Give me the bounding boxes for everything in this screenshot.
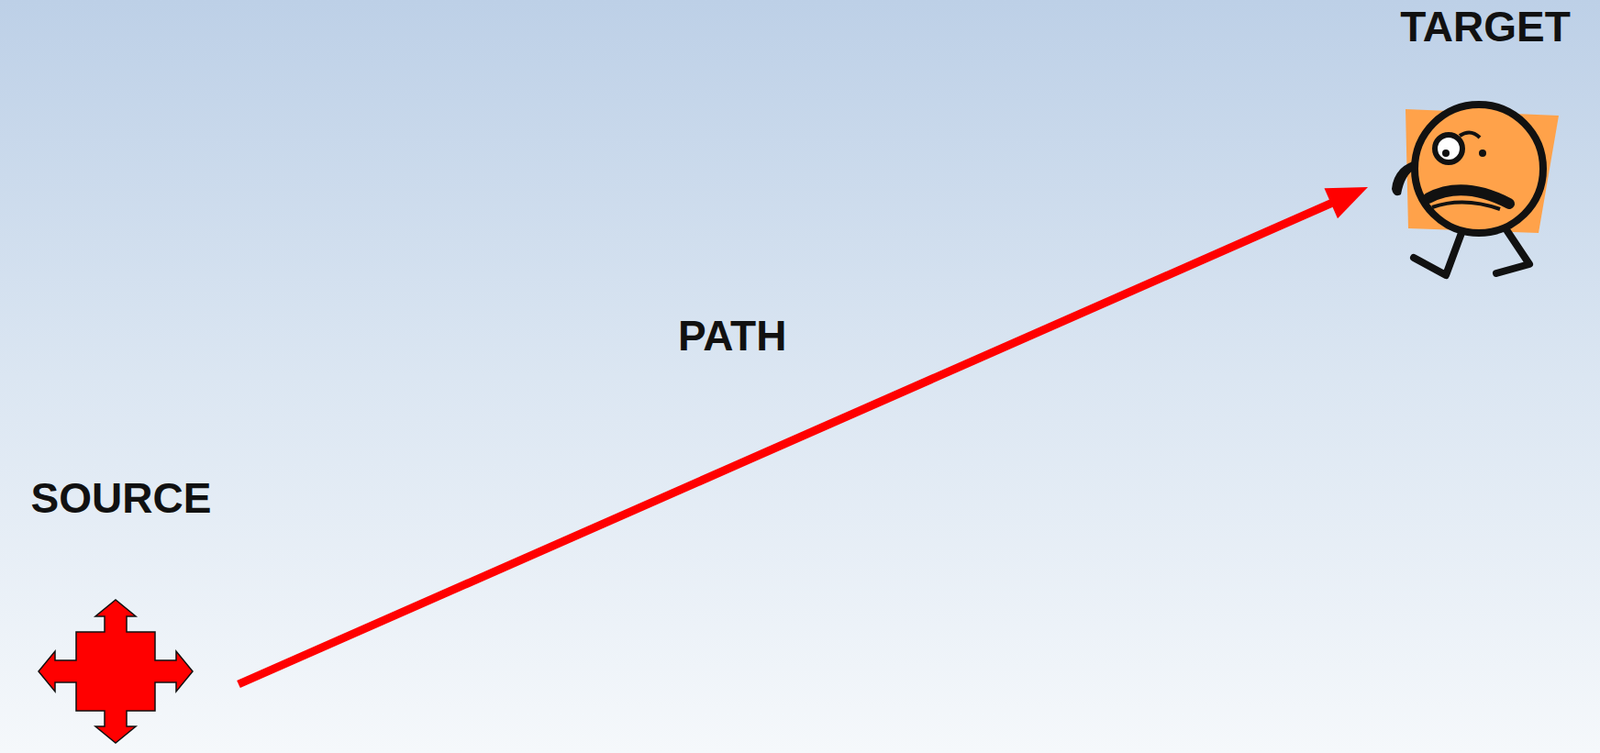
target-node: TARGET — [1371, 3, 1600, 284]
node-heading: TARGET — [1371, 3, 1600, 51]
path-label: PATH — [677, 312, 787, 360]
person-figure — [1391, 104, 1559, 276]
source-symbol — [38, 600, 193, 744]
source-node: SOURCE — [7, 475, 235, 749]
node-heading: SOURCE — [7, 475, 235, 523]
path-arrow — [238, 187, 1368, 685]
